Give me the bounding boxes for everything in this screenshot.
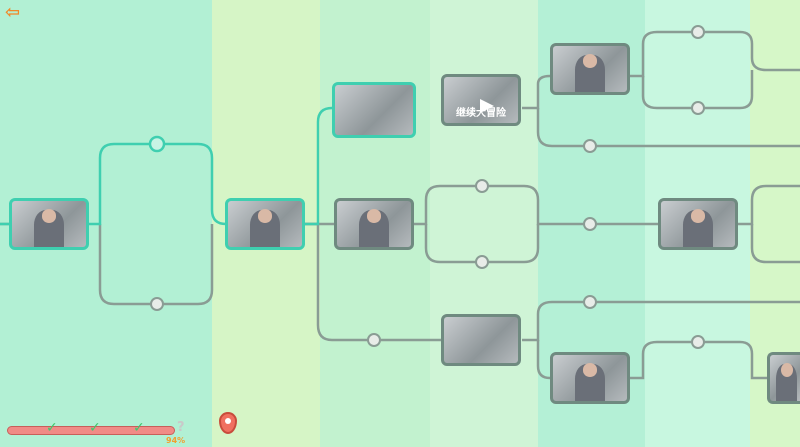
progress-end-marker: ? bbox=[177, 420, 185, 435]
story-node[interactable] bbox=[225, 198, 305, 250]
checkmark-icon: ✓ bbox=[133, 420, 145, 436]
checkmark-icon: ✓ bbox=[46, 420, 58, 436]
progress-percent: 94% bbox=[166, 436, 186, 445]
story-node[interactable] bbox=[550, 43, 630, 95]
story-node-locked[interactable]: 继续大冒险 bbox=[441, 74, 521, 126]
play-icon bbox=[480, 99, 494, 113]
story-node[interactable] bbox=[334, 198, 414, 250]
story-node[interactable] bbox=[332, 82, 416, 138]
story-node[interactable] bbox=[767, 352, 800, 404]
story-node[interactable] bbox=[658, 198, 738, 250]
story-node[interactable] bbox=[550, 352, 630, 404]
node-caption: 继续大冒险 bbox=[456, 108, 506, 119]
story-node[interactable] bbox=[9, 198, 89, 250]
back-button[interactable]: ⇦ bbox=[5, 2, 20, 23]
progress-bar: ✓ ✓ ✓ bbox=[7, 420, 175, 436]
arrow-left-icon: ⇦ bbox=[5, 2, 21, 23]
checkmark-icon: ✓ bbox=[89, 420, 101, 436]
story-node[interactable] bbox=[441, 314, 521, 366]
location-pin-icon[interactable] bbox=[219, 412, 237, 434]
